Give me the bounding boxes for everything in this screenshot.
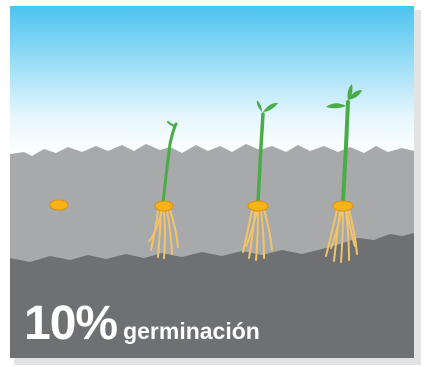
seed [332,200,354,212]
leaf [263,102,278,112]
seed-stage-4 [325,84,362,263]
soil-lower [10,233,414,358]
sprout-tip [167,121,176,127]
leaf [256,100,262,112]
stem [341,100,350,204]
seed [49,199,69,211]
leaf [348,90,362,100]
seed [247,200,269,212]
germination-caption: 10%germinación [24,300,260,348]
sprout [161,122,178,205]
sky [10,6,414,156]
germination-label: germinación [123,318,260,344]
leaf [326,103,346,109]
seed-stage-1 [49,199,69,211]
seed-stage-3 [242,100,278,261]
seed-stage-2 [148,121,179,259]
stem [256,112,265,204]
roots [325,209,358,263]
seed [154,200,174,212]
germination-percent: 10% [24,297,118,350]
germination-scene [10,6,414,358]
germination-illustration [10,6,414,358]
leaf [347,84,353,100]
roots [242,209,273,261]
roots [148,209,179,259]
